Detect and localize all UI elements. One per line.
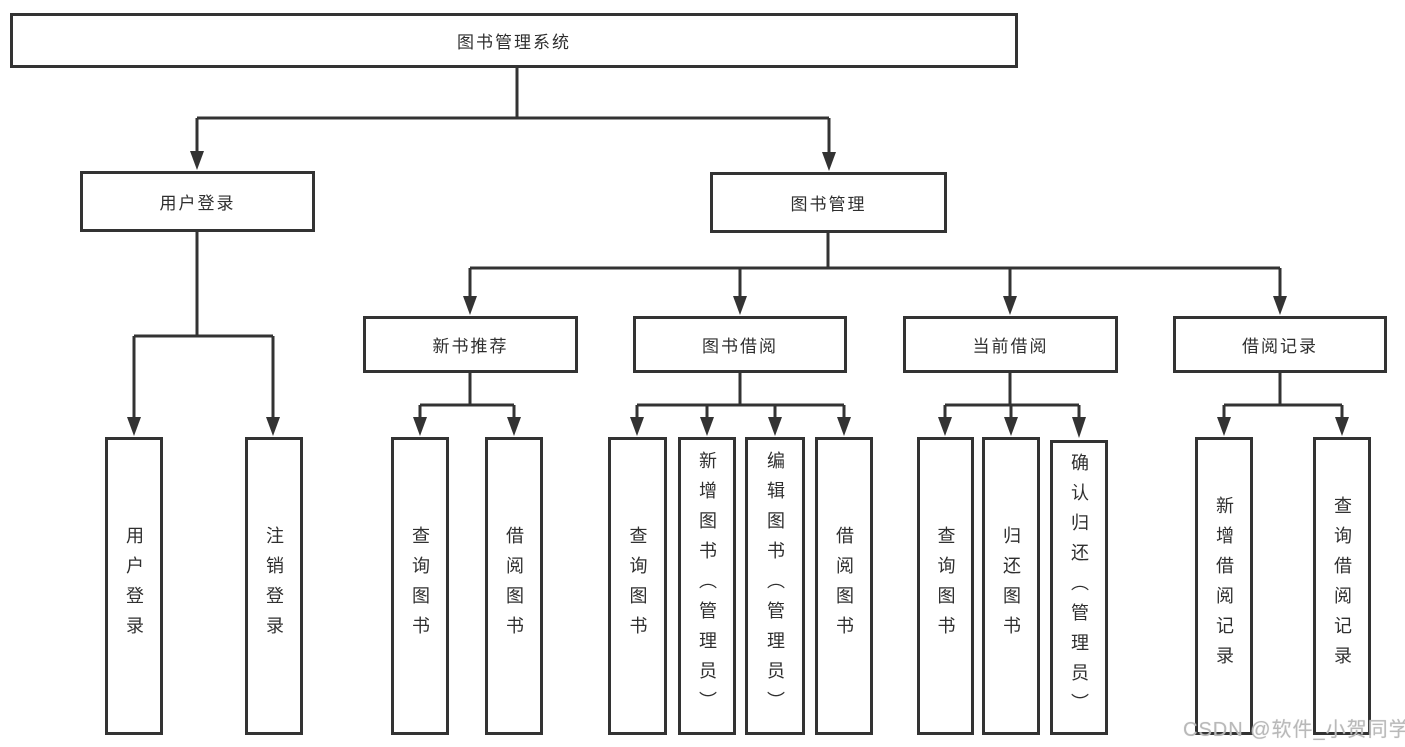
- arrowhead: [733, 296, 747, 315]
- node-leaf-return-books: 归还图书: [982, 437, 1040, 735]
- connector-records-to-leaves: [1217, 373, 1349, 436]
- arrowhead: [1072, 417, 1086, 438]
- node-label: 图书管理: [790, 195, 867, 214]
- connector-current-to-leaves: [938, 373, 1086, 438]
- node-root-system: 图书管理系统: [10, 13, 1018, 68]
- arrowhead: [1217, 417, 1231, 436]
- node-label: 新增借阅记录: [1214, 496, 1234, 676]
- node-label: 归还图书: [1001, 526, 1021, 646]
- arrowhead: [463, 296, 477, 315]
- node-branch-book-management: 图书管理: [710, 172, 947, 233]
- arrowhead: [837, 417, 851, 436]
- node-leaf-add-borrow-record: 新增借阅记录: [1195, 437, 1253, 735]
- node-module-new-book-recommend: 新书推荐: [363, 316, 578, 373]
- arrowhead: [127, 417, 141, 436]
- node-branch-user-login: 用户登录: [80, 171, 315, 232]
- node-leaf-query-books-borrowing: 查询图书: [608, 437, 667, 735]
- node-leaf-query-borrow-record: 查询借阅记录: [1313, 437, 1371, 735]
- arrowhead: [822, 152, 836, 171]
- arrowhead: [1273, 296, 1287, 315]
- node-leaf-confirm-return-admin: 确认归还（管理员）: [1050, 440, 1108, 735]
- arrowhead: [1003, 296, 1017, 315]
- arrowhead: [507, 417, 521, 436]
- node-leaf-add-books-admin: 新增图书（管理员）: [678, 437, 736, 735]
- connector-root-to-branches: [190, 68, 836, 171]
- node-label: 新增图书（管理员）: [697, 451, 717, 721]
- node-label: 新书推荐: [432, 337, 509, 356]
- node-leaf-query-books-recommend: 查询图书: [391, 437, 449, 735]
- arrowhead: [266, 417, 280, 436]
- node-label: 用户登录: [124, 526, 144, 646]
- arrowhead: [630, 417, 644, 436]
- csdn-watermark: CSDN @软件_小贺同学: [1183, 719, 1405, 741]
- node-module-current-borrowing: 当前借阅: [903, 316, 1118, 373]
- arrowhead: [938, 417, 952, 436]
- node-label: 查询图书: [935, 526, 956, 646]
- node-leaf-edit-books-admin: 编辑图书（管理员）: [745, 437, 805, 735]
- node-label: 用户登录: [159, 194, 236, 213]
- node-module-borrow-records: 借阅记录: [1173, 316, 1387, 373]
- arrowhead: [1004, 417, 1018, 436]
- arrowhead: [700, 417, 714, 436]
- arrowhead: [1335, 417, 1349, 436]
- node-leaf-query-books-current: 查询图书: [917, 437, 974, 735]
- node-module-book-borrowing: 图书借阅: [633, 316, 847, 373]
- node-label: 查询图书: [627, 526, 648, 646]
- arrowhead: [190, 151, 204, 170]
- node-label: 编辑图书（管理员）: [765, 451, 785, 721]
- node-label: 借阅图书: [504, 526, 524, 646]
- connector-borrowing-to-leaves: [630, 373, 851, 436]
- node-label: 当前借阅: [972, 337, 1049, 356]
- node-leaf-borrow-books-borrowing: 借阅图书: [815, 437, 873, 735]
- node-label: 借阅图书: [834, 526, 854, 646]
- connector-newbooks-to-leaves: [413, 373, 521, 436]
- node-label: 借阅记录: [1242, 337, 1318, 356]
- node-leaf-borrow-books-recommend: 借阅图书: [485, 437, 543, 735]
- connector-bookmgmt-to-modules: [463, 233, 1287, 315]
- node-leaf-logout: 注销登录: [245, 437, 303, 735]
- node-label: 注销登录: [264, 526, 284, 646]
- node-label: 图书管理系统: [457, 33, 571, 52]
- connector-userlogin-to-leaves: [127, 232, 280, 436]
- node-label: 图书借阅: [702, 337, 778, 356]
- node-label: 查询借阅记录: [1332, 496, 1352, 676]
- node-label: 确认归还（管理员）: [1069, 452, 1089, 723]
- arrowhead: [413, 417, 427, 436]
- node-label: 查询图书: [410, 526, 430, 646]
- node-leaf-user-login: 用户登录: [105, 437, 163, 735]
- arrowhead: [768, 417, 782, 436]
